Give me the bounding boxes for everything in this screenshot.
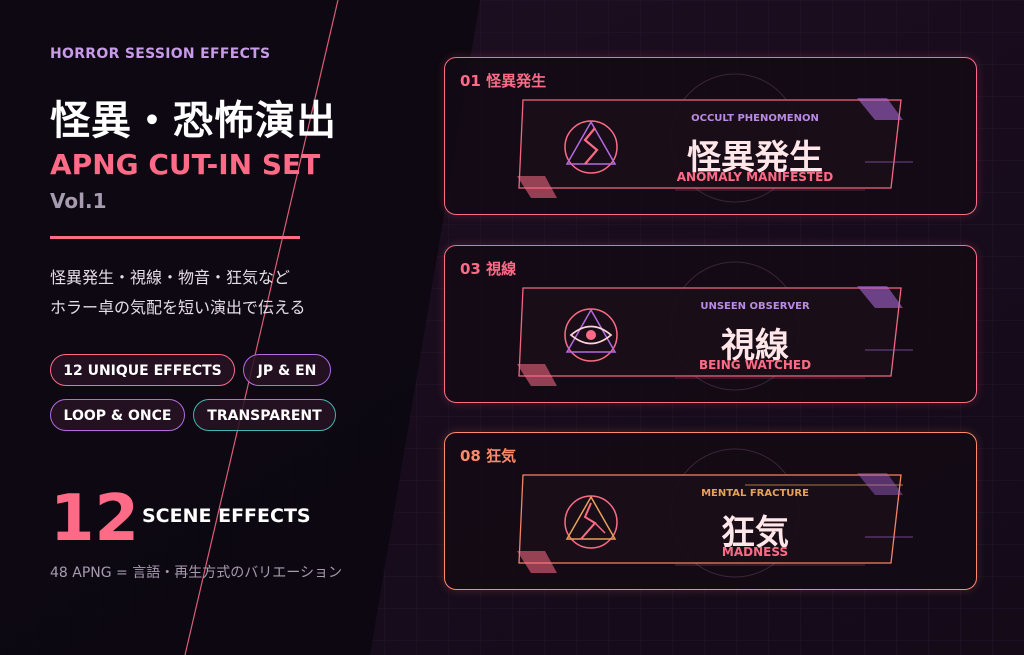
card-title-jp: 視線 — [721, 326, 789, 366]
effect-card-anomaly: 01 怪異発生 OCCULT PHENOMENON 怪異発生 ANOMALY M… — [444, 57, 977, 215]
tag-unique-effects: 12 UNIQUE EFFECTS — [50, 354, 235, 386]
card-label: 01 怪異発生 — [460, 72, 547, 90]
volume-label: Vol.1 — [50, 189, 107, 213]
page-title: 怪異・恐怖演出 — [50, 98, 337, 144]
card-panel-text: OCCULT PHENOMENON 怪異発生 ANOMALY MANIFESTE… — [675, 58, 835, 216]
card-panel-frame — [517, 73, 913, 203]
effect-card-madness: 08 狂気 MENTAL FRACTURE 狂気 MADNESS — [444, 432, 977, 590]
card-panel-text: UNSEEN OBSERVER 視線 BEING WATCHED — [675, 246, 835, 404]
tag-loop-once: LOOP & ONCE — [50, 399, 185, 431]
description-line-1: 怪異発生・視線・物音・狂気など — [50, 268, 291, 287]
eye-triangle-icon — [564, 308, 618, 362]
card-sub-en: MENTAL FRACTURE — [701, 488, 809, 499]
tag-transparent: TRANSPARENT — [193, 399, 336, 431]
description-line-2: ホラー卓の気配を短い演出で伝える — [50, 298, 306, 317]
card-panel-frame — [517, 448, 913, 578]
effect-card-watched: 03 視線 UNSEEN OBSERVER 視線 BEING WATCHED — [444, 245, 977, 403]
title-divider — [50, 236, 300, 239]
tag-jp-en: JP & EN — [243, 354, 331, 386]
card-panel-text: MENTAL FRACTURE 狂気 MADNESS — [675, 433, 835, 591]
page-subtitle: APNG CUT-IN SET — [50, 148, 321, 181]
card-title-en: ANOMALY MANIFESTED — [676, 170, 834, 184]
card-label: 08 狂気 — [460, 447, 517, 465]
card-label: 03 視線 — [460, 260, 517, 278]
card-panel-frame — [517, 261, 913, 391]
card-sub-en: UNSEEN OBSERVER — [700, 301, 810, 312]
card-title-jp: 狂気 — [721, 513, 789, 553]
card-title-jp: 怪異発生 — [687, 138, 823, 178]
card-title-en: BEING WATCHED — [698, 358, 812, 372]
effect-count: 12 — [50, 482, 140, 556]
cracked-triangle-icon — [564, 495, 618, 549]
scene-effects-label: SCENE EFFECTS — [142, 505, 311, 527]
eyebrow-label: HORROR SESSION EFFECTS — [50, 46, 271, 62]
apng-variation-note: 48 APNG = 言語・再生方式のバリエーション — [50, 565, 342, 581]
zigzag-triangle-icon — [564, 120, 618, 174]
card-title-en: MADNESS — [721, 545, 789, 559]
card-sub-en: OCCULT PHENOMENON — [691, 113, 819, 124]
left-panel: HORROR SESSION EFFECTS 怪異・恐怖演出 APNG CUT-… — [50, 0, 410, 655]
